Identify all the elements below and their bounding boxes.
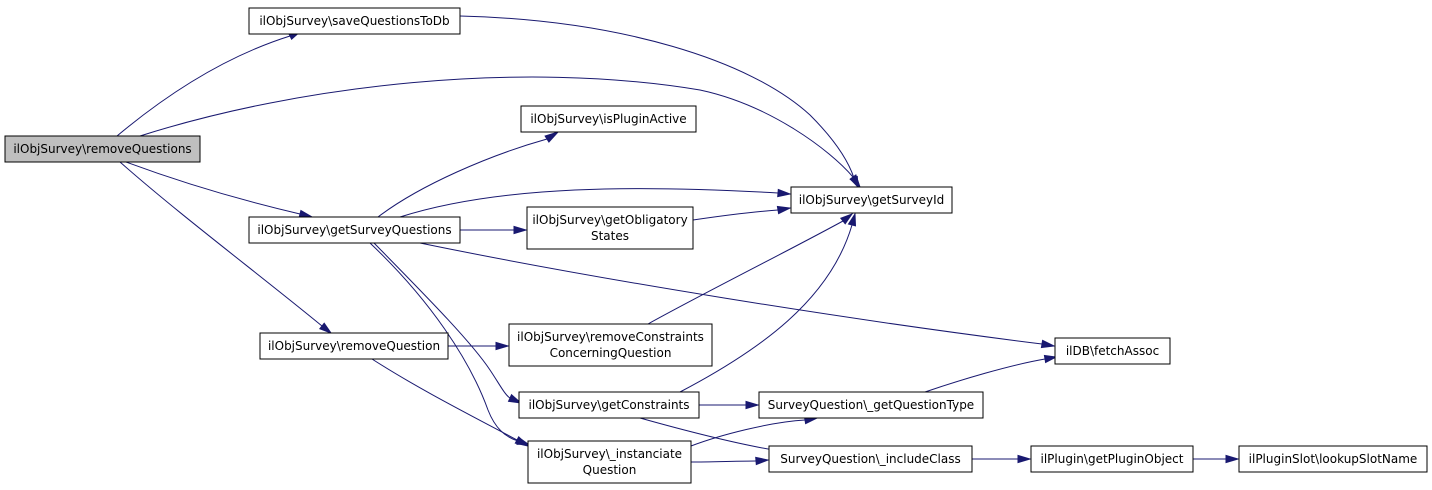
node-remove-question[interactable]: ilObjSurvey\removeQuestion: [259, 332, 449, 360]
node-remove-questions-box: [4, 135, 201, 163]
edge-line-6: [399, 188, 779, 218]
node-remove-constraints[interactable]: ilObjSurvey\removeConstraintsConcerningQ…: [508, 323, 713, 367]
node-get-survey-id-box: [790, 186, 953, 214]
node-get-obligatory-states-label-line-1: ilObjSurvey\getObligatory: [532, 213, 687, 227]
node-get-obligatory-states-label-line-2: States: [591, 229, 629, 243]
edge-line-3: [119, 161, 323, 327]
edge-line-11: [692, 209, 779, 221]
edge-line-14: [647, 220, 844, 325]
node-include-class-box: [768, 445, 973, 473]
edge-line-0: [116, 35, 291, 137]
edge-arrowhead-9: [507, 393, 523, 404]
edge-arrowhead-8: [1040, 339, 1056, 349]
node-get-plugin-object-label-line-1: ilPlugin\getPluginObject: [1041, 452, 1184, 466]
edge-line-19: [690, 419, 806, 447]
node-remove-constraints-label-line-1: ilObjSurvey\removeConstraints: [517, 330, 704, 344]
node-remove-constraints-label-line-2: ConcerningQuestion: [550, 346, 672, 360]
edge-arrowhead-2: [298, 209, 314, 219]
node-lookup-slot-name[interactable]: ilPluginSlot\lookupSlotName: [1238, 445, 1428, 473]
node-lookup-slot-name-box: [1238, 445, 1428, 473]
node-get-survey-questions-box: [248, 216, 461, 244]
edge-arrowhead-6: [777, 188, 792, 198]
edge-arrowhead-18: [1043, 354, 1058, 364]
node-get-plugin-object-box: [1030, 445, 1194, 473]
edge-arrowhead-5: [544, 130, 560, 143]
edge-line-8: [419, 242, 1043, 345]
edge-arrowhead-3: [318, 322, 333, 335]
node-fetch-assoc-box: [1054, 337, 1171, 365]
edge-arrowhead-12: [495, 341, 510, 351]
node-remove-question-box: [259, 332, 449, 360]
edge-arrowhead-13: [514, 435, 530, 447]
call-graph-nodes: ilObjSurvey\removeQuestions ilObjSurvey\s…: [4, 7, 1428, 484]
edge-line-9: [373, 242, 511, 399]
node-include-class-label-line-1: SurveyQuestion\_includeClass: [780, 452, 961, 466]
node-fetch-assoc-label-line-1: ilDB\fetchAssoc: [1066, 344, 1159, 358]
edge-arrowhead-11: [776, 205, 792, 215]
node-get-question-type-box: [758, 391, 984, 419]
edge-arrowhead-15: [847, 212, 857, 227]
node-instanciate-question-label-line-1: ilObjSurvey\_instanciate: [537, 447, 682, 461]
node-is-plugin-active-label-line-1: ilObjSurvey\isPluginActive: [530, 112, 686, 126]
edge-line-15: [679, 224, 853, 393]
node-get-constraints-label-line-1: ilObjSurvey\getConstraints: [528, 398, 689, 412]
edge-arrowhead-14: [839, 212, 854, 225]
node-is-plugin-active[interactable]: ilObjSurvey\isPluginActive: [520, 105, 697, 133]
node-is-plugin-active-box: [520, 105, 697, 133]
node-fetch-assoc[interactable]: ilDB\fetchAssoc: [1054, 337, 1171, 365]
edge-arrowhead-20: [755, 456, 770, 466]
node-remove-constraints-box: [508, 323, 713, 367]
edge-line-5: [377, 138, 548, 218]
edge-line-1: [139, 76, 854, 178]
node-get-survey-id[interactable]: ilObjSurvey\getSurveyId: [790, 186, 953, 214]
node-save-questions-to-db-label-line-1: ilObjSurvey\saveQuestionsToDb: [259, 14, 449, 28]
node-include-class[interactable]: SurveyQuestion\_includeClass: [768, 445, 973, 473]
node-get-survey-questions[interactable]: ilObjSurvey\getSurveyQuestions: [248, 216, 461, 244]
node-lookup-slot-name-label-line-1: ilPluginSlot\lookupSlotName: [1249, 452, 1418, 466]
node-save-questions-to-db-box: [248, 7, 461, 35]
edge-arrowhead-21: [1017, 454, 1032, 464]
edge-arrowhead-7: [513, 225, 528, 235]
edge-arrowhead-4: [849, 175, 859, 189]
node-instanciate-question-box: [527, 440, 692, 484]
node-get-constraints-box: [518, 391, 700, 419]
edge-arrowhead-22: [1225, 454, 1240, 464]
node-remove-questions[interactable]: ilObjSurvey\removeQuestions: [4, 135, 201, 163]
edge-line-20: [690, 460, 757, 463]
call-graph-edges: [116, 15, 1240, 466]
node-save-questions-to-db[interactable]: ilObjSurvey\saveQuestionsToDb: [248, 7, 461, 35]
edge-line-13: [371, 358, 518, 441]
edge-line-4: [459, 15, 855, 179]
edge-line-2: [125, 161, 301, 215]
node-get-obligatory-states-box: [526, 206, 694, 250]
edge-arrowhead-16: [745, 400, 760, 410]
node-get-survey-questions-label-line-1: ilObjSurvey\getSurveyQuestions: [257, 223, 451, 237]
node-get-plugin-object[interactable]: ilPlugin\getPluginObject: [1030, 445, 1194, 473]
node-get-question-type-label-line-1: SurveyQuestion\_getQuestionType: [768, 398, 974, 412]
node-get-constraints[interactable]: ilObjSurvey\getConstraints: [518, 391, 700, 419]
node-remove-question-label-line-1: ilObjSurvey\removeQuestion: [268, 339, 440, 353]
node-remove-questions-label-line-1: ilObjSurvey\removeQuestions: [13, 142, 191, 156]
node-instanciate-question-label-line-2: Question: [583, 463, 637, 477]
node-get-survey-id-label-line-1: ilObjSurvey\getSurveyId: [799, 193, 944, 207]
edge-line-18: [924, 358, 1046, 393]
node-get-question-type[interactable]: SurveyQuestion\_getQuestionType: [758, 391, 984, 419]
